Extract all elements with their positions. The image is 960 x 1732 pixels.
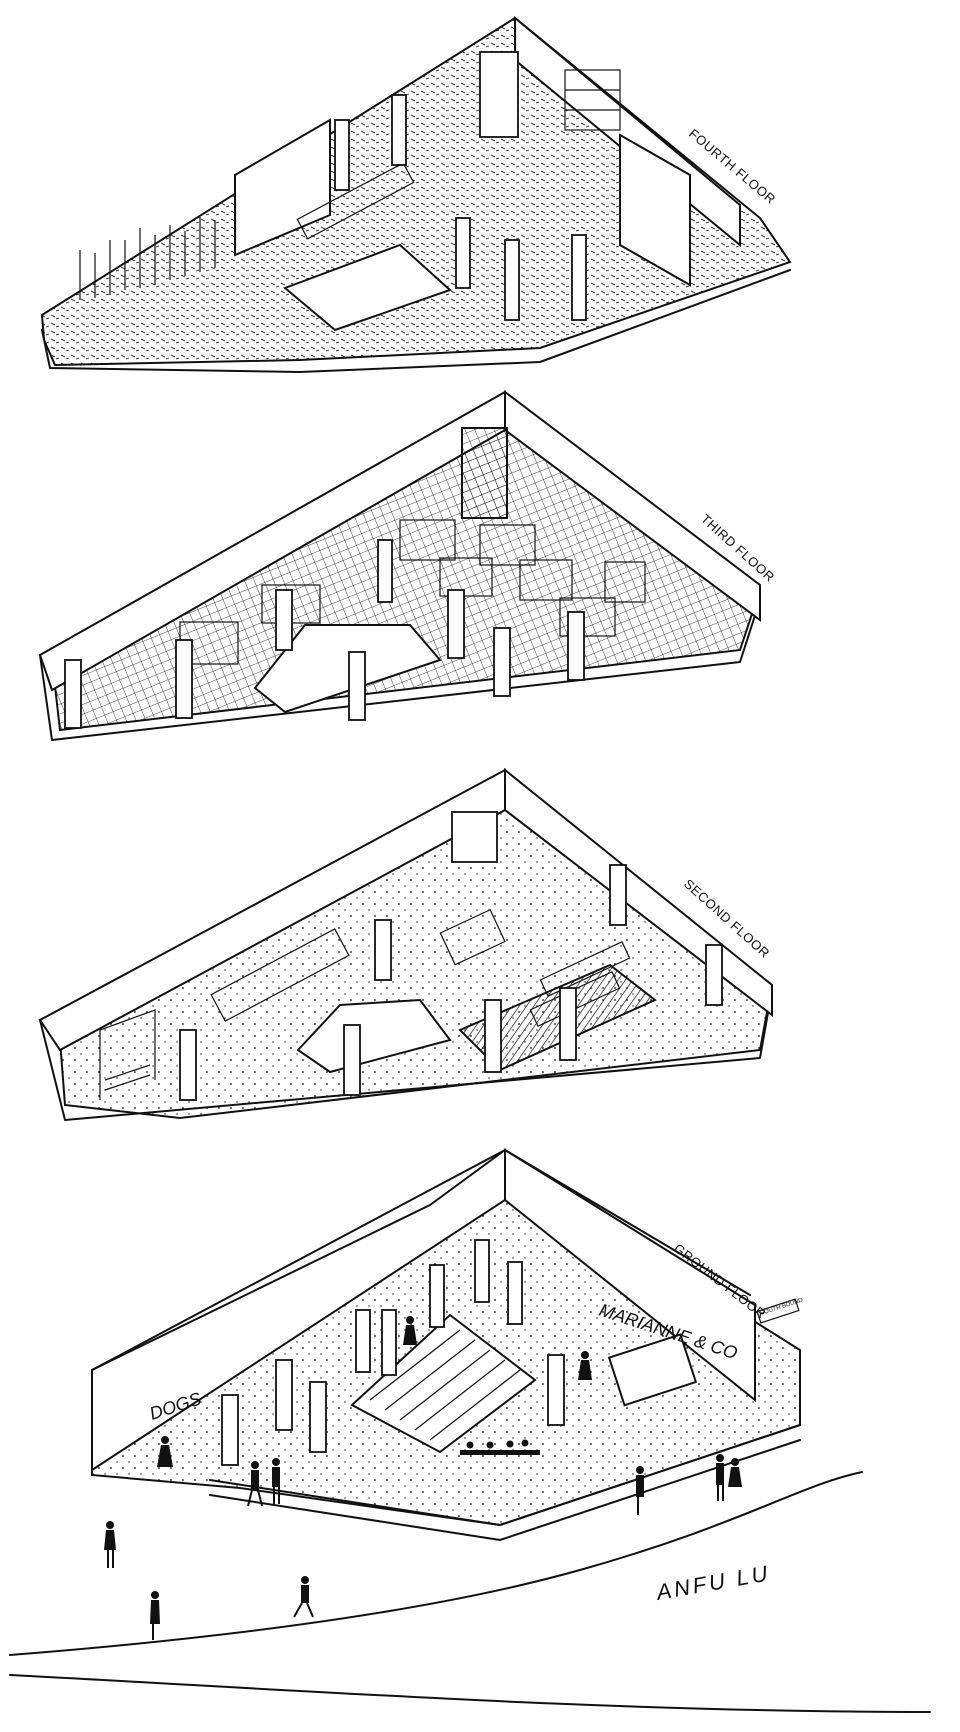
third-floor-bookshelves — [179, 519, 646, 665]
third-floor-side-wall — [504, 389, 761, 622]
second-floor-columns — [179, 864, 723, 1101]
street-front-line — [9, 1674, 931, 1713]
third-floor-core-tiled — [461, 427, 508, 519]
fourth-floor-planter-reeds — [79, 217, 216, 300]
fourth-floor-core-box — [479, 51, 519, 138]
third-floor-columns — [64, 539, 585, 729]
ground-floor-side-wall — [504, 1148, 756, 1403]
ground-floor-grand-stair — [350, 1313, 537, 1454]
second-floor-stair-void — [296, 998, 452, 1074]
street-name: ANFU LU — [653, 1560, 773, 1605]
third-floor-stair-void — [253, 624, 442, 714]
street-curb-line — [9, 1471, 863, 1656]
fourth-floor-slab-edge — [41, 269, 791, 373]
fourth-floor: FOURTH FLOOR — [40, 15, 792, 373]
fourth-floor-back-wall-left — [234, 118, 331, 257]
second-floor-core-box — [451, 811, 498, 863]
ground-floor-roof-edge — [91, 1149, 751, 1371]
third-floor-slab — [50, 393, 762, 732]
people-figures — [104, 1316, 742, 1640]
fourth-floor-washroom — [619, 133, 691, 287]
second-floor-counter — [210, 928, 350, 1022]
ground-floor: MARIANNE & CO SOUTH BOUND DOGS — [91, 1148, 804, 1640]
third-floor: THIRD FLOOR — [38, 389, 778, 741]
second-floor: SECOND FLOOR — [38, 767, 774, 1121]
fourth-floor-bar-counter — [296, 162, 415, 240]
fourth-floor-stair-void — [283, 243, 452, 332]
ground-floor-plinth — [209, 1424, 801, 1526]
second-floor-slab-edge — [39, 989, 773, 1121]
ground-floor-plinth-lower — [209, 1439, 801, 1541]
second-floor-stair-entry — [99, 1009, 156, 1100]
ground-floor-columns — [221, 1239, 565, 1466]
fourth-floor-bookshelves — [564, 69, 621, 131]
fourth-floor-columns — [334, 94, 587, 321]
third-floor-slab-edge — [39, 599, 761, 741]
shop-plaque — [756, 1298, 800, 1324]
